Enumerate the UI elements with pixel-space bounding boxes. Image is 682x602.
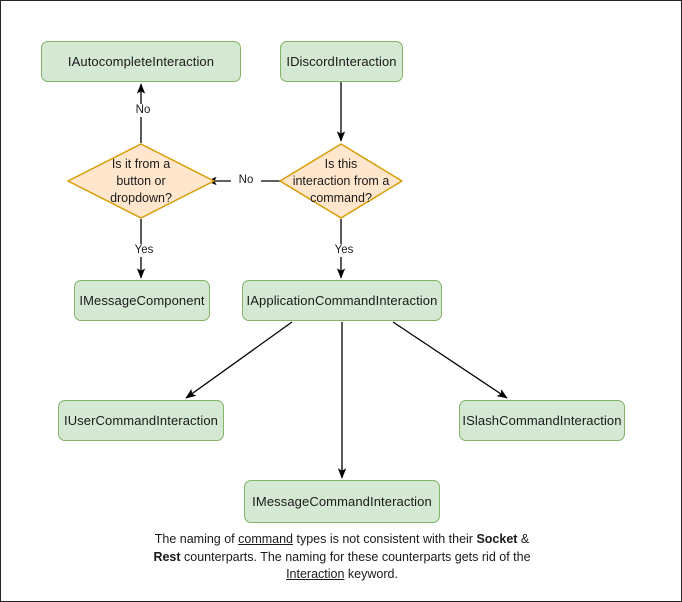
node-slash-command-interaction[interactable]: ISlashCommandInteraction [459, 400, 625, 441]
node-is-it-from-button-or-dropdown[interactable]: Is it from a button or dropdown? [67, 143, 215, 219]
node-is-this-interaction-from-a-command[interactable]: Is this interaction from a command? [279, 143, 403, 219]
node-autocomplete-interaction[interactable]: IAutocompleteInteraction [41, 41, 241, 82]
node-label: IDiscordInteraction [286, 53, 397, 69]
node-label: Is this interaction from a command? [292, 156, 390, 205]
edge-appcommand-to-slashcommand [392, 321, 508, 399]
node-discord-interaction[interactable]: IDiscordInteraction [280, 41, 403, 82]
caption-line3-part1: counterparts gets rid of the [381, 549, 531, 564]
caption-rest-keyword: Rest [153, 549, 181, 564]
diamond-shape [279, 143, 403, 219]
node-application-command-interaction[interactable]: IApplicationCommandInteraction [242, 280, 442, 321]
node-label: IAutocompleteInteraction [67, 53, 215, 69]
node-user-command-interaction[interactable]: IUserCommandInteraction [58, 400, 224, 441]
caption-command-keyword: command [238, 532, 294, 546]
caption-line1-part1: The naming of [154, 532, 239, 546]
edge-label-no-to-autocomplete: No [128, 104, 158, 117]
caption-line2-part3: counterparts. The naming for these [180, 549, 379, 564]
node-label: IMessageComponent [79, 292, 205, 308]
node-message-command-interaction[interactable]: IMessageCommandInteraction [244, 480, 440, 523]
node-label: IApplicationCommandInteraction [246, 292, 438, 308]
diamond-shape [67, 143, 215, 219]
edge-appcommand-to-usercommand [185, 321, 293, 399]
edge-label-yes-to-appcommand: Yes [327, 244, 361, 257]
node-label: ISlashCommandInteraction [462, 412, 622, 428]
node-message-component[interactable]: IMessageComponent [74, 280, 210, 321]
caption-line3-part2: keyword. [344, 567, 398, 581]
diagram-caption: The naming of command types is not consi… [142, 531, 542, 584]
edge-label-yes-to-messagecomponent: Yes [127, 244, 161, 257]
node-label: IMessageCommandInteraction [252, 493, 432, 509]
caption-line1-part2: types is not consistent with their [293, 532, 473, 546]
caption-interaction-keyword: Interaction [286, 567, 345, 581]
caption-ampersand: & [517, 532, 530, 546]
node-label: IUserCommandInteraction [63, 412, 219, 428]
caption-socket-keyword: Socket [476, 532, 518, 546]
edge-label-no-between-diamonds: No [231, 174, 261, 187]
node-label: Is it from a button or dropdown? [110, 156, 172, 205]
